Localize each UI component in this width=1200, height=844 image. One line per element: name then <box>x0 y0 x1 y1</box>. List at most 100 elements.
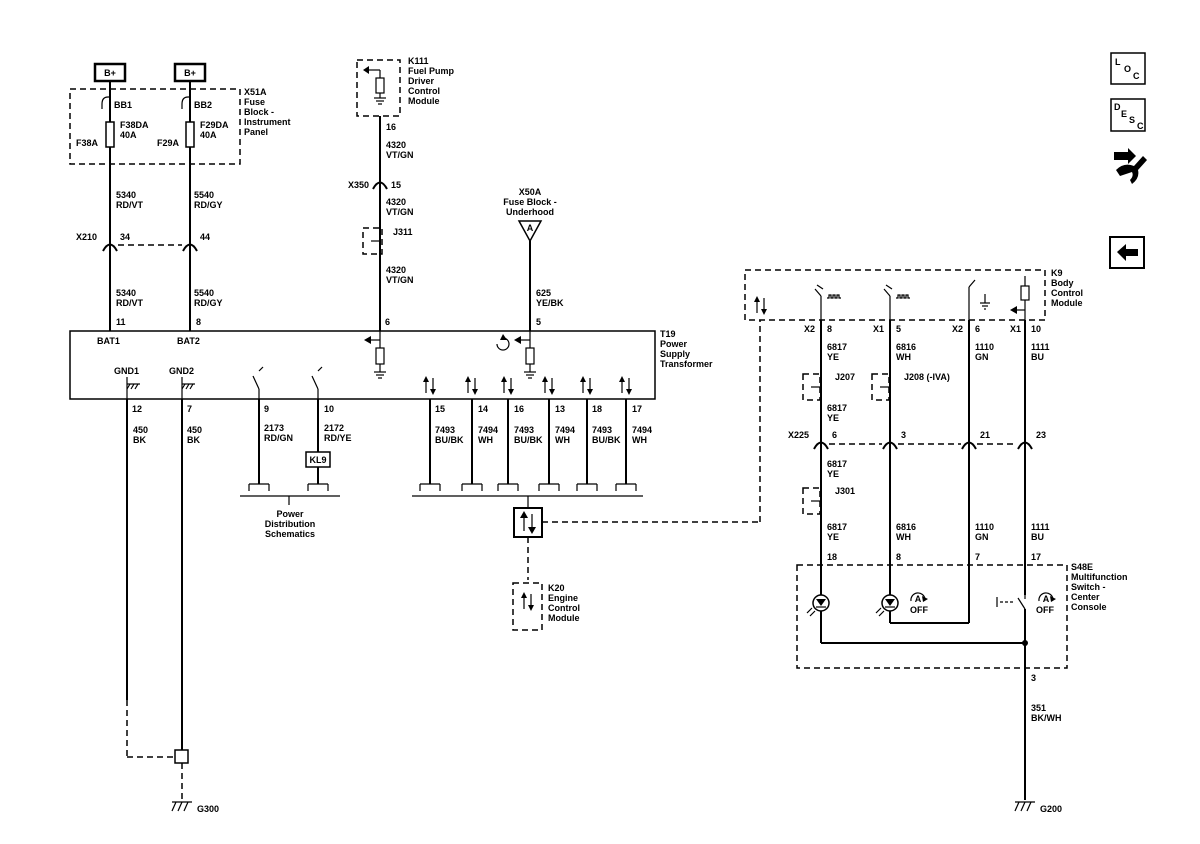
w7494-num-2: 7494 <box>555 425 575 435</box>
t19-pin-7: 7 <box>187 404 192 414</box>
k20-name-2: Control <box>548 603 580 613</box>
k9-bidir-arrow-icon <box>754 296 767 315</box>
t19-module-box <box>69 330 656 400</box>
s48e-led-1-icon <box>806 594 830 617</box>
auto-stop-off-icon-1: A <box>910 592 928 604</box>
s48e-outline <box>796 564 1068 669</box>
w5340-num-lower: 5340 <box>116 288 136 298</box>
w5540-color-upper: RD/GY <box>194 200 223 210</box>
w5540-num-upper: 5540 <box>194 190 214 200</box>
loc-letter-o: O <box>1124 64 1131 74</box>
t19-pin5-internal-icon <box>496 331 536 379</box>
w625-num: 625 <box>536 288 551 298</box>
s48e-name-4: Console <box>1071 602 1107 612</box>
k111-name-1: Fuel Pump <box>408 66 455 76</box>
w450-color-2: BK <box>187 435 200 445</box>
k111-name-2: Driver <box>408 76 435 86</box>
t19-name-3: Transformer <box>660 359 713 369</box>
x51a-label: X51A Fuse Block - Instrument Panel <box>244 87 291 137</box>
f38a-label: F38A <box>76 138 99 148</box>
w7493-num-3: 7493 <box>592 425 612 435</box>
k20-ref: K20 <box>548 583 565 593</box>
w4320-color-2: VT/GN <box>386 207 414 217</box>
x210-ref: X210 <box>76 232 97 242</box>
bb1-clip-icon <box>101 96 110 105</box>
pds-line-3: Schematics <box>265 529 315 539</box>
serial-bracket <box>412 483 643 508</box>
w4320-num-1: 4320 <box>386 140 406 150</box>
f29da-fuse-icon <box>185 121 195 148</box>
k111-label: K111 Fuel Pump Driver Control Module <box>408 56 455 106</box>
x51a-fuse-block-outline <box>69 88 241 165</box>
w7494-num-1: 7494 <box>478 425 498 435</box>
w2173-num: 2173 <box>264 423 284 433</box>
k111-ref: K111 <box>408 56 429 66</box>
k9-pin-6: 6 <box>975 324 980 334</box>
t19-bidirectional-arrows <box>423 376 632 395</box>
x50a-name-2: Underhood <box>506 207 554 217</box>
k9-pullup-10-icon <box>1010 276 1030 320</box>
loc-letter-l: L <box>1115 57 1121 67</box>
w7494-color-2: WH <box>555 435 570 445</box>
x225-ref: X225 <box>788 430 809 440</box>
s48e-off-2: OFF <box>1036 605 1054 615</box>
w2172-color: RD/YE <box>324 433 352 443</box>
w4320-color-1: VT/GN <box>386 150 414 160</box>
bidir-arrow-icon-15 <box>423 376 436 395</box>
back-arrow-icon <box>1117 244 1138 261</box>
x210-pin-34-icon <box>102 243 118 252</box>
w7494-num-3: 7494 <box>632 425 652 435</box>
w6817-num-2: 6817 <box>827 403 847 413</box>
w5340-num-upper: 5340 <box>116 190 136 200</box>
bplus-label-1: B+ <box>104 68 116 78</box>
x225-pin-21: 21 <box>980 430 990 440</box>
connector-tools-icon[interactable] <box>1114 148 1147 184</box>
k9-conn-x2-b: X2 <box>952 324 963 334</box>
s48e-name-2: Switch - <box>1071 582 1106 592</box>
w2172-num: 2172 <box>324 423 344 433</box>
k9-name-3: Module <box>1051 298 1083 308</box>
x350-pin-15: 15 <box>391 180 401 190</box>
w5340-color-upper: RD/VT <box>116 200 144 210</box>
j311-splice-outline <box>362 227 383 255</box>
w450-num-2: 450 <box>187 425 202 435</box>
t19-pin-13: 13 <box>555 404 565 414</box>
x51a-name-3: Instrument <box>244 117 291 127</box>
w1110-color-2: GN <box>975 532 989 542</box>
k9-outline <box>744 269 1046 321</box>
s48e-led-2-icon <box>875 594 899 617</box>
x225-pin-6-icon <box>813 441 829 450</box>
f38da-amp: 40A <box>120 130 137 140</box>
x50a-name-1: Fuse Block - <box>503 197 557 207</box>
f29da-label: F29DA <box>200 120 229 130</box>
t19-pin-10: 10 <box>324 404 334 414</box>
desc-letter-c: C <box>1137 121 1144 131</box>
f29da-amp: 40A <box>200 130 217 140</box>
t19-label: T19 Power Supply Transformer <box>660 329 713 369</box>
bidir-arrow-icon-16 <box>501 376 514 395</box>
x225-pin-6: 6 <box>832 430 837 440</box>
w7493-num-2: 7493 <box>514 425 534 435</box>
pds-line-1: Power <box>276 509 304 519</box>
w6816-color-1: WH <box>896 352 911 362</box>
k9-conn-x1-b: X1 <box>1010 324 1021 334</box>
g300-label: G300 <box>197 804 219 814</box>
gnd1-chassis-icon <box>126 377 140 399</box>
bidir-arrow-icon-13 <box>542 376 555 395</box>
desc-button[interactable]: D E S C <box>1110 98 1146 132</box>
bb2-label: BB2 <box>194 100 212 110</box>
x210-pin-44-icon <box>182 243 198 252</box>
w7493-color-3: BU/BK <box>592 435 621 445</box>
back-arrow-button[interactable] <box>1109 236 1145 269</box>
w625-color: YE/BK <box>536 298 564 308</box>
k9-pin-8: 8 <box>827 324 832 334</box>
x350-pin-icon <box>372 181 388 190</box>
w5540-color-lower: RD/GY <box>194 298 223 308</box>
loc-button[interactable]: L O C <box>1110 52 1146 85</box>
w6816-color-2: WH <box>896 532 911 542</box>
k9-input-switch-8-icon <box>814 284 841 320</box>
t19-ref: T19 <box>660 329 676 339</box>
t19-switch-10-icon <box>311 366 323 399</box>
pds-bracket <box>240 483 340 505</box>
k9-label: K9 Body Control Module <box>1051 268 1083 308</box>
